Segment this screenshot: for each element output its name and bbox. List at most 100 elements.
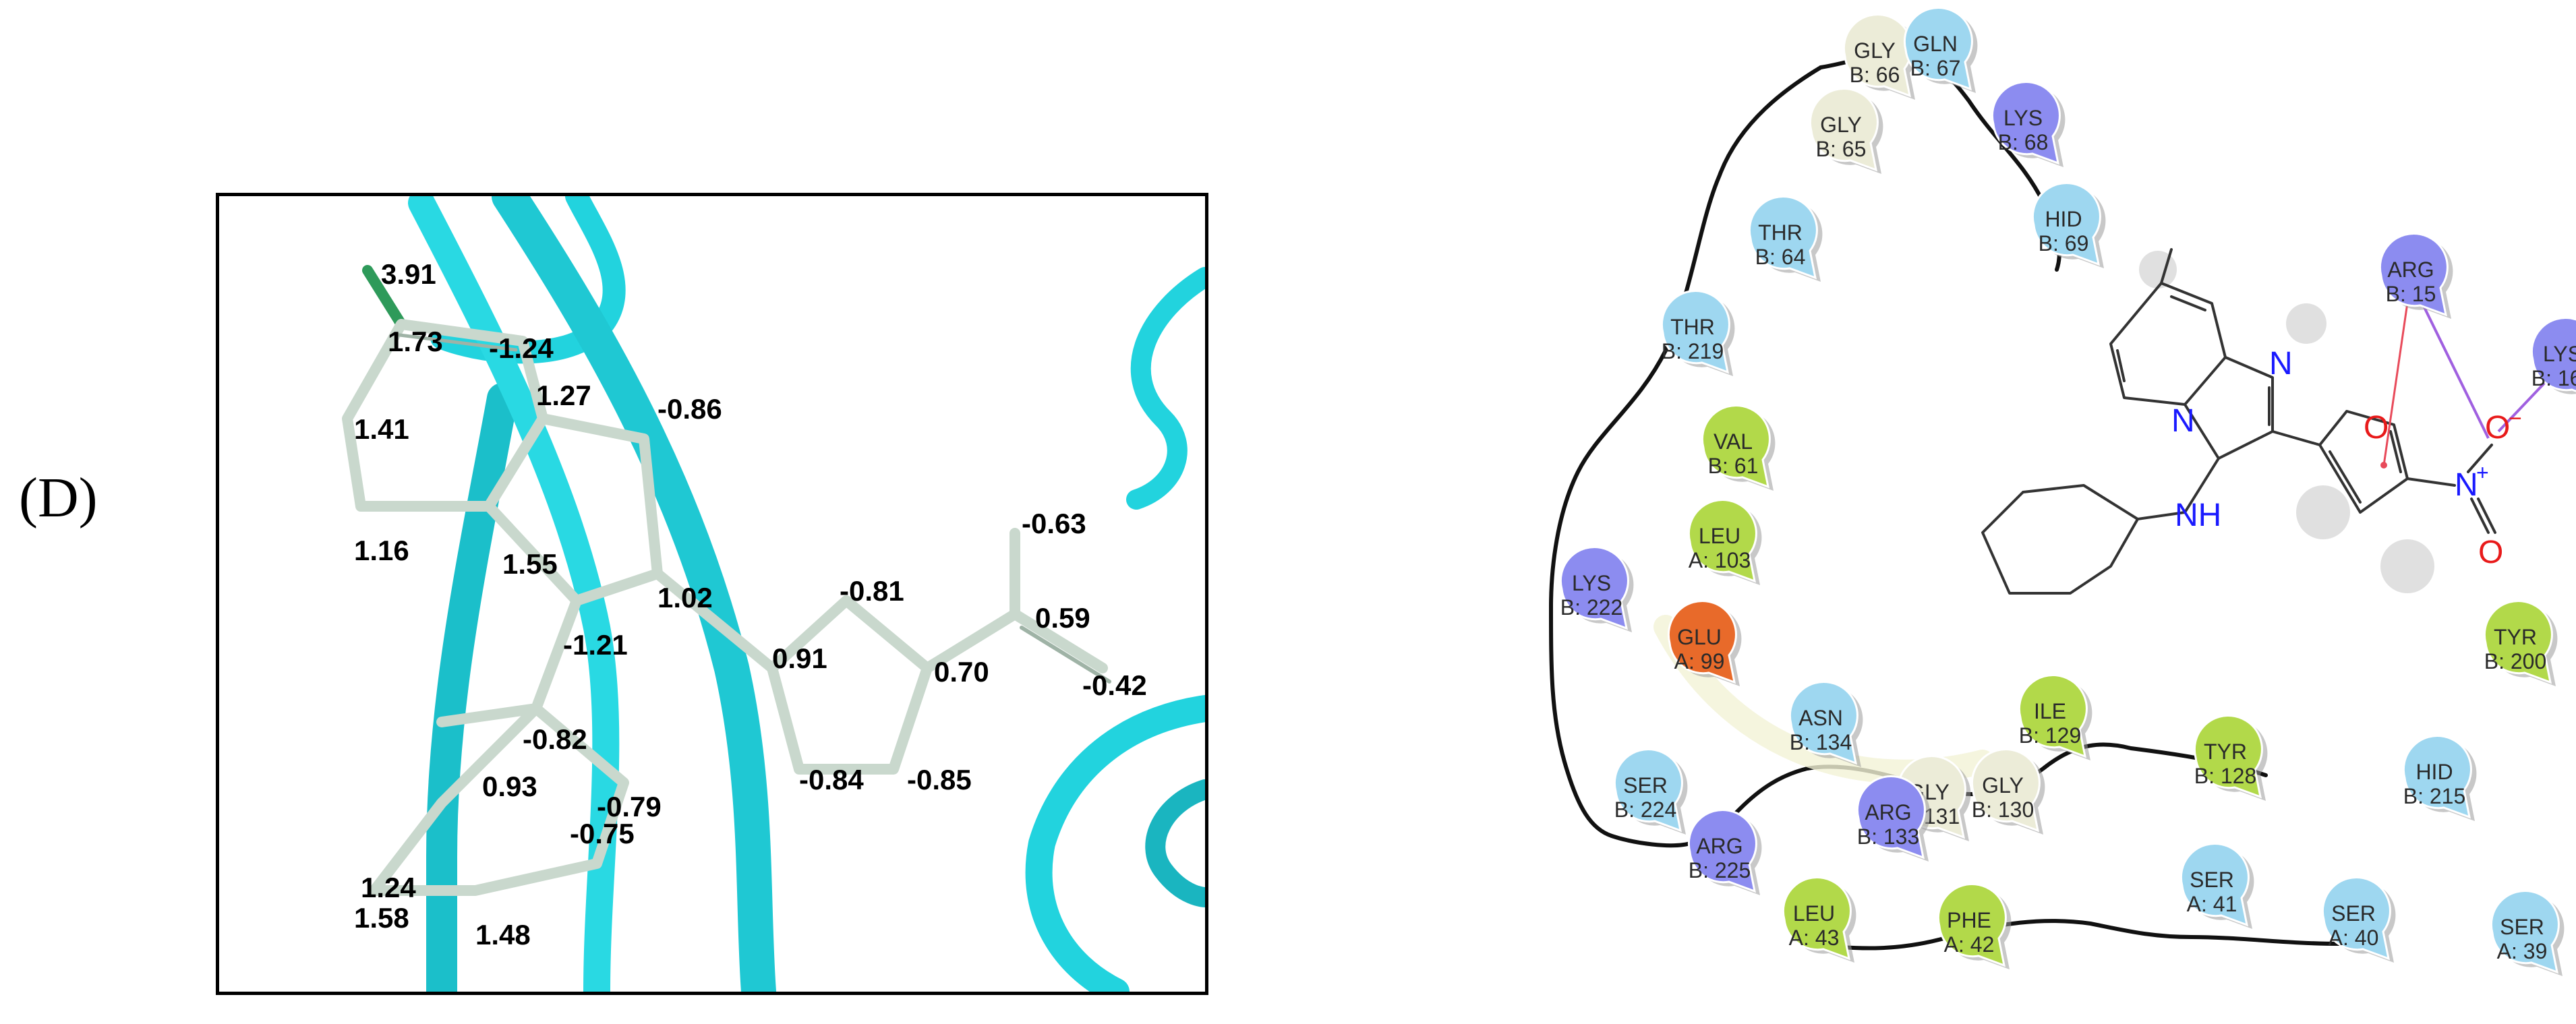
residue-blob bbox=[2483, 599, 2553, 684]
residue-blob bbox=[1856, 775, 1926, 860]
charge-label: -1.24 bbox=[489, 332, 554, 364]
charge-label: -0.86 bbox=[657, 393, 722, 425]
methyl-bond bbox=[2160, 248, 2173, 284]
charge-label: -0.75 bbox=[570, 818, 635, 849]
residue-name: SER bbox=[2331, 901, 2376, 926]
residue-id: B: 130 bbox=[1972, 797, 2035, 822]
charge-label: -0.63 bbox=[1022, 508, 1086, 539]
docking-3d-svg: 3.91 1.73 -1.24 1.41 1.27 -0.86 1.16 1.5… bbox=[342, 196, 1205, 992]
charge-label: 3.91 bbox=[381, 258, 436, 290]
atom-label-n: N bbox=[2455, 467, 2478, 503]
charge-plus: + bbox=[2476, 460, 2489, 485]
residue-id: A: 103 bbox=[1689, 548, 1751, 572]
cyclohexyl bbox=[369, 703, 629, 896]
residue-name: GLY bbox=[1854, 38, 1896, 63]
residue-id: A: 43 bbox=[1789, 926, 1840, 950]
nitro-arms bbox=[2467, 444, 2496, 534]
charge-label: 1.27 bbox=[536, 380, 591, 411]
charge-label: -0.85 bbox=[907, 764, 972, 795]
charge-label: -1.21 bbox=[563, 629, 628, 661]
residue-name: LEU bbox=[1793, 901, 1835, 926]
residue-blob bbox=[2530, 316, 2576, 392]
ribbon-strand-center bbox=[492, 196, 776, 992]
residue-blob bbox=[1559, 545, 1629, 630]
residue-name: LYS bbox=[2003, 106, 2043, 130]
residue-name: LYS bbox=[2543, 342, 2576, 366]
residue-id: B: 61 bbox=[1708, 454, 1759, 478]
residue-id: B: 128 bbox=[2194, 764, 2257, 788]
residue-name: GLU bbox=[1677, 625, 1722, 649]
ribbon-right-curl bbox=[1145, 779, 1205, 907]
residue-blob bbox=[1613, 748, 1683, 833]
ribbon-right-lower bbox=[1025, 695, 1205, 992]
residue-id: B: 215 bbox=[2403, 784, 2466, 808]
residue-name: PHE bbox=[1947, 908, 1991, 932]
charge-labels: 3.91 1.73 -1.24 1.41 1.27 -0.86 1.16 1.5… bbox=[354, 258, 1147, 951]
residue-name: HID bbox=[2045, 207, 2082, 231]
residue-blob bbox=[1937, 882, 2007, 967]
residue-id: B: 69 bbox=[2039, 231, 2089, 255]
charge-label: -0.81 bbox=[840, 575, 904, 607]
residue-name: SER bbox=[2190, 868, 2234, 892]
residue-name: ILE bbox=[2034, 699, 2066, 723]
residue-blob bbox=[2193, 714, 2263, 799]
charge-label: 1.16 bbox=[354, 535, 409, 566]
residue-blob bbox=[1809, 87, 1879, 172]
amine-bond bbox=[2136, 457, 2220, 520]
residue-name: LYS bbox=[1572, 571, 1611, 595]
atom-label-o: O bbox=[2364, 410, 2389, 446]
exposure-blob bbox=[2380, 539, 2434, 593]
residue-id: B: 68 bbox=[1998, 130, 2049, 154]
pyridine-double bbox=[2116, 295, 2206, 382]
residue-name: SER bbox=[2500, 915, 2544, 939]
residue-id: B: 222 bbox=[1560, 595, 1623, 620]
residue-blob bbox=[2490, 889, 2560, 974]
residue-id: B: 129 bbox=[2019, 723, 2082, 748]
residue-name: GLY bbox=[1820, 113, 1862, 137]
cyclohexane-ring bbox=[1981, 484, 2139, 595]
atom-label-o-minus: O bbox=[2485, 410, 2510, 446]
atom-label-nh: NH bbox=[2175, 498, 2221, 533]
residue-name: GLY bbox=[1982, 773, 2024, 797]
nitro-double bbox=[1020, 626, 1111, 684]
charge-minus: − bbox=[2509, 406, 2522, 431]
residue-name: VAL bbox=[1714, 429, 1753, 454]
residue-blob bbox=[1660, 289, 1730, 374]
residue-id: B: 134 bbox=[1790, 730, 1852, 754]
residue-name: ARG bbox=[1865, 800, 1911, 824]
residue-blob bbox=[1788, 680, 1858, 765]
charge-label: 1.58 bbox=[354, 902, 409, 934]
residue-name: TYR bbox=[2494, 625, 2537, 649]
residue-id: B: 224 bbox=[1614, 797, 1677, 822]
residue-id: B: 200 bbox=[2484, 649, 2547, 673]
residue-name: GLN bbox=[1913, 32, 1958, 56]
charge-label: 1.24 bbox=[361, 872, 416, 903]
residue-blob bbox=[1748, 195, 1818, 280]
charge-label: 0.59 bbox=[1035, 602, 1090, 634]
residue-id: A: 39 bbox=[2497, 939, 2548, 963]
furan-ring bbox=[2318, 410, 2409, 514]
charge-label: 1.73 bbox=[388, 326, 443, 357]
panel-label: (D) bbox=[19, 466, 98, 529]
residue-blob bbox=[1687, 498, 1757, 583]
ribbon-right-upper bbox=[1126, 267, 1205, 510]
